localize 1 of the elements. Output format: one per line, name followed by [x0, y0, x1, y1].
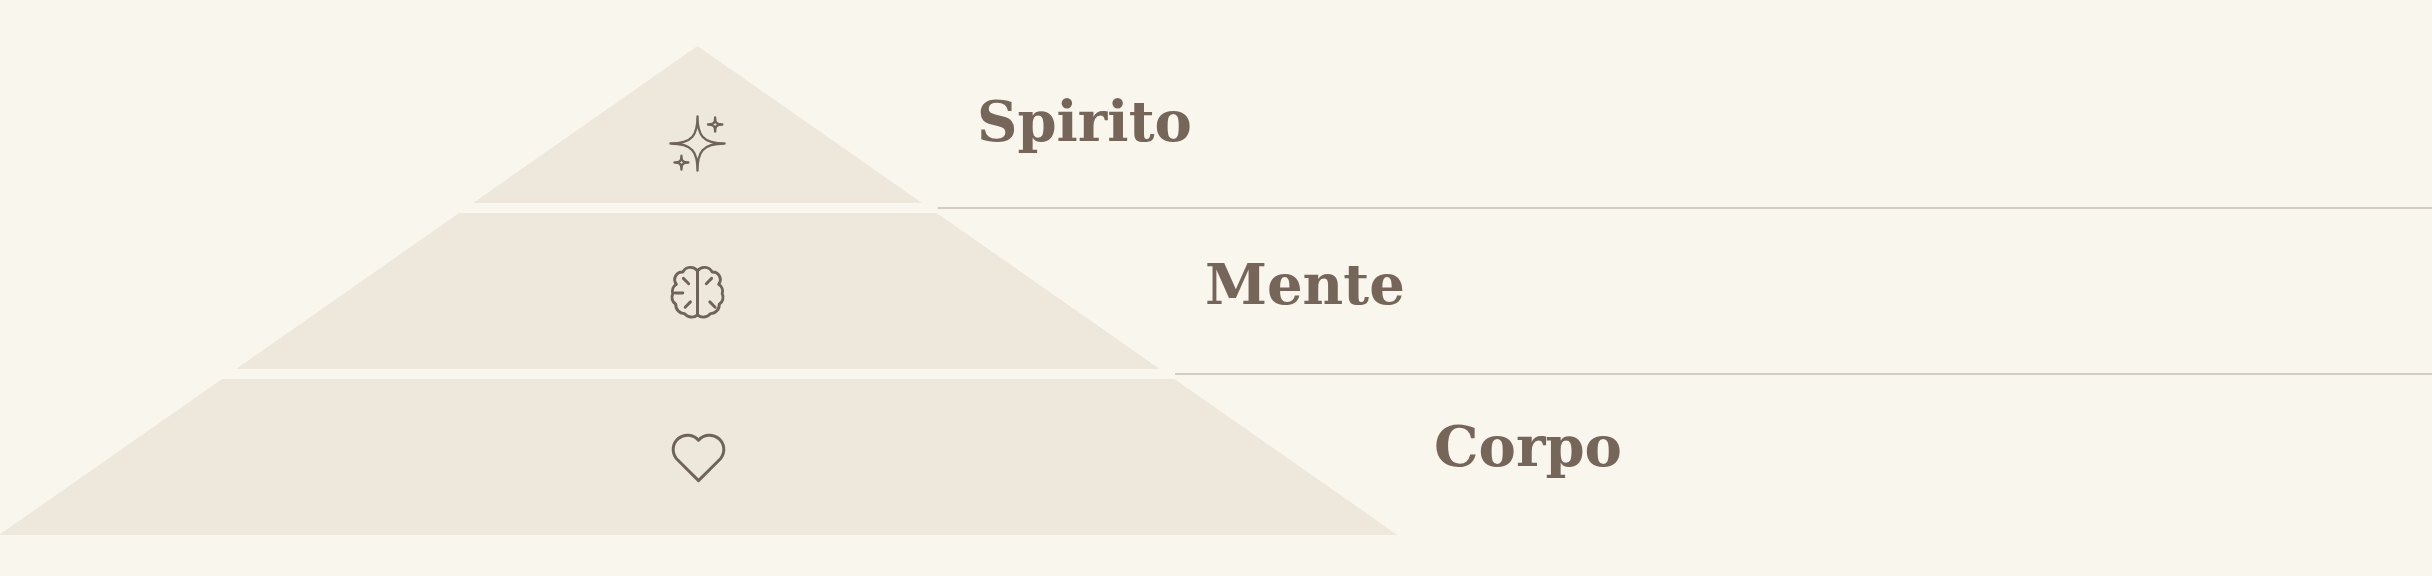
- tier-label: Mente: [1205, 256, 1405, 312]
